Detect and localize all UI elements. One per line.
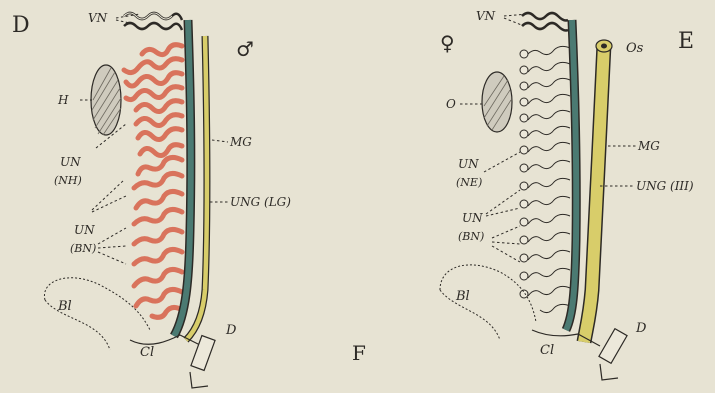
vn-tubule bbox=[522, 13, 568, 21]
panel-letter-e: E bbox=[678, 29, 694, 54]
label-bn: (BN) bbox=[458, 230, 484, 243]
label-ung: UNG (LG) bbox=[230, 195, 291, 209]
label-o: O bbox=[446, 97, 456, 111]
label-un: UN bbox=[458, 157, 479, 171]
vn-tubule bbox=[522, 23, 568, 31]
male-symbol: ♂ bbox=[236, 37, 254, 61]
terminal-duct bbox=[599, 329, 627, 364]
label-vn: VN bbox=[88, 11, 108, 25]
panel-e: E ♀ VN Os O UN (NE) UN (BN) MG UNG (III)… bbox=[440, 9, 694, 380]
label-un: UN bbox=[462, 211, 483, 225]
testis-gonad bbox=[91, 65, 121, 135]
outline-tubules bbox=[528, 46, 570, 312]
glomeruli bbox=[520, 50, 528, 298]
label-ne: (NE) bbox=[456, 176, 482, 189]
label-mg: MG bbox=[637, 139, 660, 153]
label-d: D bbox=[635, 321, 647, 336]
panel-letter-d: D bbox=[12, 13, 30, 38]
panel-letter-f: F bbox=[352, 341, 366, 365]
label-cl: Cl bbox=[140, 345, 154, 360]
label-nh: (NH) bbox=[54, 174, 82, 187]
label-d: D bbox=[225, 323, 237, 338]
red-tubules bbox=[124, 45, 182, 318]
female-symbol: ♀ bbox=[440, 31, 455, 55]
label-os: Os bbox=[626, 41, 644, 56]
label-bn: (BN) bbox=[70, 242, 96, 255]
label-mg: MG bbox=[229, 135, 252, 149]
terminal-duct bbox=[191, 336, 215, 371]
label-ung: UNG (III) bbox=[636, 179, 694, 193]
label-vn: VN bbox=[476, 9, 496, 23]
label-cl: Cl bbox=[540, 343, 554, 358]
label-bl: Bl bbox=[57, 299, 72, 314]
label-bl: Bl bbox=[455, 289, 470, 304]
panel-d: D ♂ VN H UN (NH) UN (BN) MG UNG (LG) Bl … bbox=[12, 11, 291, 388]
oviduct bbox=[584, 44, 604, 342]
label-un: UN bbox=[74, 223, 95, 237]
label-h: H bbox=[57, 93, 69, 107]
label-un: UN bbox=[60, 155, 81, 169]
